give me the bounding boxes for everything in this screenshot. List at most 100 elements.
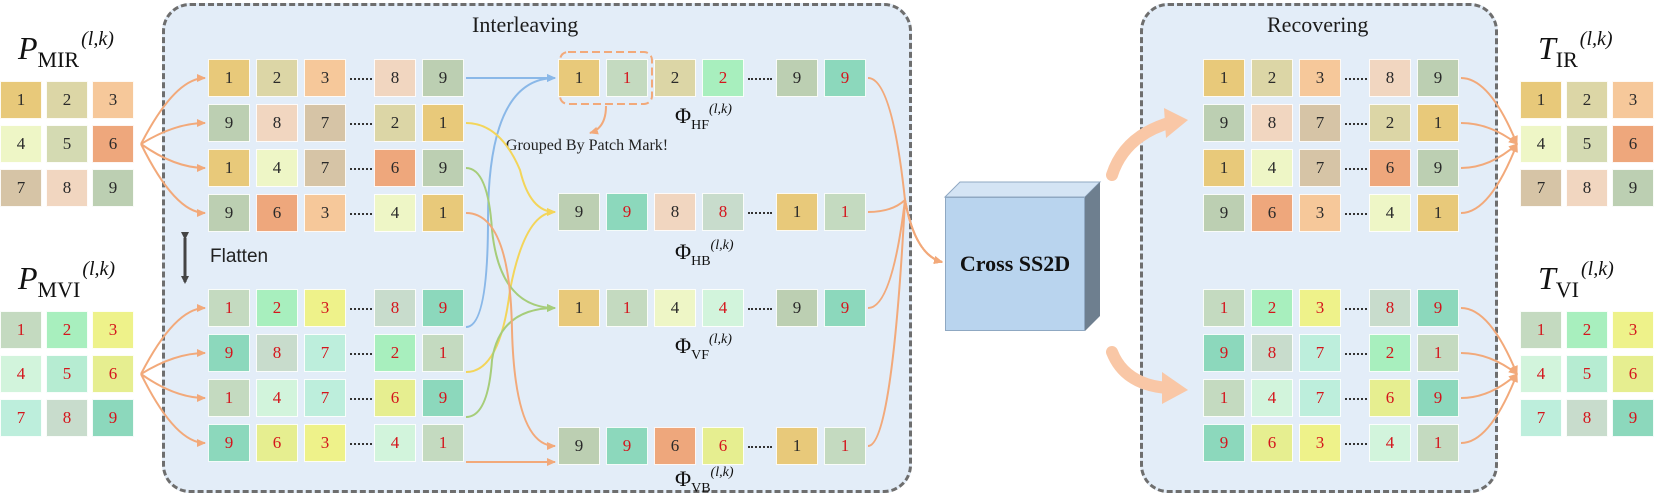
flatten-label: Flatten xyxy=(210,246,269,267)
interleave-vi-row-cell: 4 xyxy=(374,424,416,462)
recover-ir-row-dots xyxy=(1345,168,1367,170)
interleave-ir-row-cell: 1 xyxy=(422,104,464,142)
t-vi-cell: 4 xyxy=(1520,355,1562,393)
t-ir-label: TIR(l,k) xyxy=(1538,28,1613,72)
p-mvi-cell: 9 xyxy=(92,399,134,437)
recover-merge-arrow xyxy=(1460,122,1518,145)
recover-ir-row-cell: 2 xyxy=(1251,59,1293,97)
interleave-ir-row-cell: 3 xyxy=(304,59,346,97)
recover-vi-row-cell: 6 xyxy=(1251,424,1293,462)
flatten-arrow-vi xyxy=(140,373,206,447)
interleave-vi-row-dots xyxy=(350,398,372,400)
p-mvi-label: PMVI(l,k) xyxy=(18,258,116,302)
t-vi-cell: 2 xyxy=(1566,311,1608,349)
recover-vi-row-cell: 1 xyxy=(1203,289,1245,327)
p-mir-cell: 2 xyxy=(46,81,88,119)
t-ir-cell: 5 xyxy=(1566,125,1608,163)
recover-ir-row-cell: 8 xyxy=(1251,104,1293,142)
sequence-cell: 4 xyxy=(654,289,696,327)
recover-vi-row-dots xyxy=(1345,443,1367,445)
t-ir-cell: 4 xyxy=(1520,125,1562,163)
interleave-vi-row-dots xyxy=(350,443,372,445)
sequence-dots xyxy=(748,212,772,214)
recover-arrow-bottom xyxy=(1106,346,1174,394)
t-ir-cell: 3 xyxy=(1612,81,1654,119)
recover-ir-row-cell: 9 xyxy=(1203,194,1245,232)
interleave-ir-row-cell: 7 xyxy=(304,104,346,142)
flatten-arrow-vi xyxy=(140,373,206,402)
recover-ir-row-cell: 8 xyxy=(1369,59,1411,97)
recover-merge-arrow xyxy=(1460,373,1518,444)
recover-ir-row-cell: 9 xyxy=(1417,149,1459,187)
t-vi-cell: 3 xyxy=(1612,311,1654,349)
t-ir-cell: 2 xyxy=(1566,81,1608,119)
interleave-vi-row-cell: 6 xyxy=(374,379,416,417)
recover-vi-row-dots xyxy=(1345,308,1367,310)
p-mir-cell: 4 xyxy=(0,125,42,163)
phi-hf-label: ΦHF(l,k) xyxy=(675,102,732,133)
recover-vi-row-cell: 1 xyxy=(1417,424,1459,462)
p-mir-cell: 3 xyxy=(92,81,134,119)
sequence-cell: 8 xyxy=(702,193,744,231)
interleave-ir-row-cell: 6 xyxy=(256,194,298,232)
p-mir-cell: 5 xyxy=(46,125,88,163)
recover-ir-row-cell: 9 xyxy=(1203,104,1245,142)
interleave-vi-row-cell: 3 xyxy=(304,289,346,327)
recover-merge-arrow xyxy=(1460,307,1518,375)
recover-ir-row-cell: 1 xyxy=(1417,194,1459,232)
orange-connector xyxy=(465,212,556,450)
recover-arrow-bottom-head xyxy=(1162,372,1188,404)
sequence-cell: 6 xyxy=(654,427,696,465)
interleaving-title: Interleaving xyxy=(472,12,579,37)
recover-vi-row-cell: 2 xyxy=(1251,289,1293,327)
sequence-dots xyxy=(748,308,772,310)
interleave-vi-row-dots xyxy=(350,308,372,310)
recover-vi-row-cell: 7 xyxy=(1299,334,1341,372)
recover-vi-row-cell: 1 xyxy=(1203,379,1245,417)
p-mvi-cell: 8 xyxy=(46,399,88,437)
sequence-cell: 1 xyxy=(776,193,818,231)
t-ir-cell: 9 xyxy=(1612,169,1654,207)
sequence-cell: 1 xyxy=(558,59,600,97)
p-mvi-cell: 3 xyxy=(92,311,134,349)
sequence-cell: 1 xyxy=(558,289,600,327)
sequence-cell: 1 xyxy=(606,59,648,97)
recover-vi-row-cell: 9 xyxy=(1203,424,1245,462)
recover-vi-row-cell: 7 xyxy=(1299,379,1341,417)
interleave-vi-row-cell: 2 xyxy=(374,334,416,372)
to-ss2d-arrow xyxy=(867,77,943,264)
sequence-cell: 1 xyxy=(606,289,648,327)
recover-vi-row-cell: 9 xyxy=(1417,379,1459,417)
interleave-ir-row-cell: 2 xyxy=(256,59,298,97)
interleave-ir-row-cell: 1 xyxy=(208,149,250,187)
interleave-ir-row-cell: 3 xyxy=(304,194,346,232)
recover-ir-row-cell: 4 xyxy=(1251,149,1293,187)
sequence-dots xyxy=(748,446,772,448)
interleave-ir-row-cell: 4 xyxy=(374,194,416,232)
sequence-cell: 9 xyxy=(606,193,648,231)
grouped-note-arrow xyxy=(589,105,607,135)
recover-ir-row-cell: 9 xyxy=(1417,59,1459,97)
sequence-cell: 9 xyxy=(824,59,866,97)
t-vi-cell: 1 xyxy=(1520,311,1562,349)
p-mir-cell: 9 xyxy=(92,169,134,207)
t-vi-label: TVI(l,k) xyxy=(1538,258,1614,302)
recover-ir-row-dots xyxy=(1345,123,1367,125)
grouped-by-patch-note: Grouped By Patch Mark! xyxy=(505,137,669,154)
t-ir-cell: 1 xyxy=(1520,81,1562,119)
yellow-connector xyxy=(465,122,556,216)
p-mvi-cell: 6 xyxy=(92,355,134,393)
recover-ir-row-cell: 1 xyxy=(1203,149,1245,187)
recover-ir-row-cell: 6 xyxy=(1369,149,1411,187)
flatten-arrow-vi xyxy=(140,304,206,375)
recovering-title: Recovering xyxy=(1267,12,1369,37)
recover-merge-arrow xyxy=(1460,143,1518,214)
interleave-ir-row-cell: 8 xyxy=(256,104,298,142)
recover-ir-row-cell: 3 xyxy=(1299,194,1341,232)
interleave-vi-row-cell: 1 xyxy=(422,424,464,462)
interleave-ir-row-cell: 9 xyxy=(208,104,250,142)
sequence-cell: 9 xyxy=(558,193,600,231)
p-mir-cell: 1 xyxy=(0,81,42,119)
recover-vi-row-cell: 2 xyxy=(1369,334,1411,372)
